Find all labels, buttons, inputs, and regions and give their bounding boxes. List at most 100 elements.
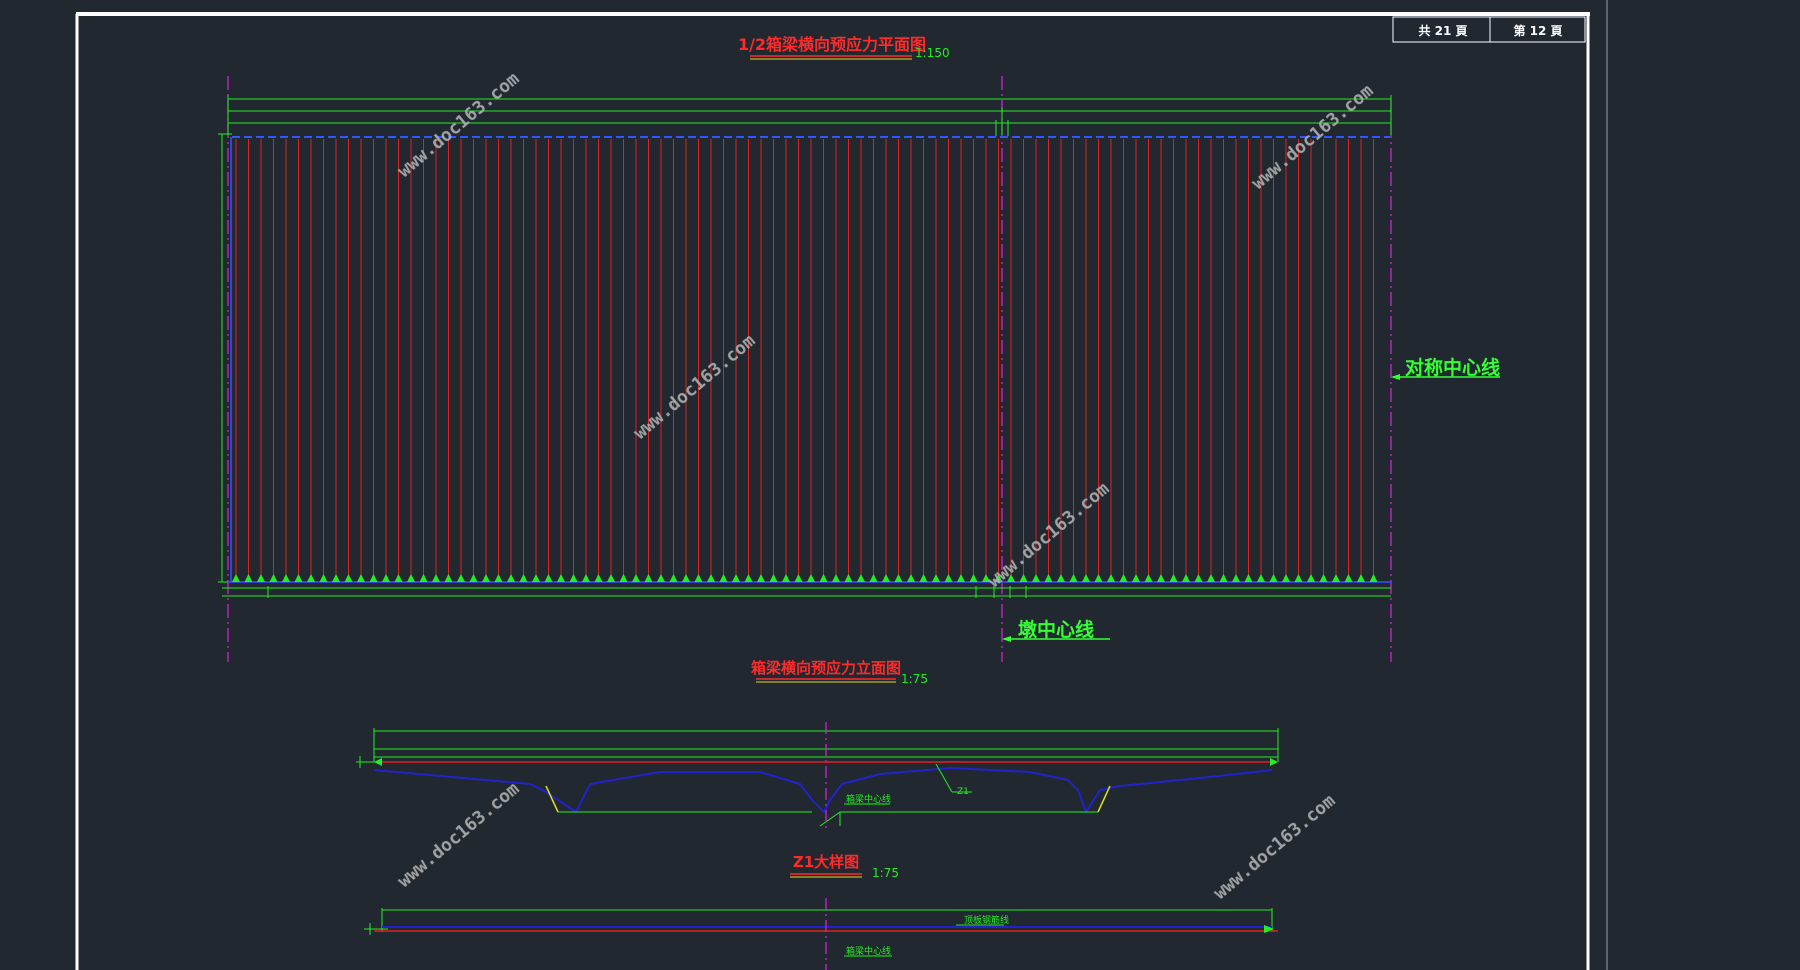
anchor-marker	[657, 574, 665, 582]
anchor-marker	[407, 574, 415, 582]
anchor-marker	[844, 574, 853, 582]
anchor-marker	[1269, 574, 1278, 582]
anchor-marker	[1257, 574, 1265, 582]
anchor-marker	[1082, 574, 1090, 582]
anchor-marker	[532, 574, 540, 582]
anchor-marker	[957, 574, 965, 582]
anchor-marker	[282, 574, 290, 582]
pier-centerline-label: 墩中心线	[1018, 618, 1094, 641]
anchor-marker	[319, 574, 328, 582]
anchor-marker	[1357, 574, 1365, 582]
anchor-marker	[782, 574, 790, 582]
anchor-marker	[807, 574, 815, 582]
anchor-marker	[569, 574, 578, 582]
anchor-marker	[744, 574, 753, 582]
anchor-marker	[344, 574, 353, 582]
anchor-marker	[307, 574, 315, 582]
anchor-marker	[382, 574, 390, 582]
anchor-marker	[469, 574, 478, 582]
anchor-marker	[369, 574, 378, 582]
anchor-marker	[682, 574, 690, 582]
anchor-marker	[357, 574, 365, 582]
anchor-marker	[1307, 574, 1315, 582]
anchor-marker	[457, 574, 465, 582]
anchor-marker	[857, 574, 865, 582]
anchor-marker	[1094, 574, 1103, 582]
elevation-box-girder-centerline-label: 箱梁中心线	[846, 793, 891, 805]
watermark-5: www.doc163.com	[394, 778, 524, 892]
anchor-marker	[1294, 574, 1303, 582]
anchor-marker	[1207, 574, 1215, 582]
anchor-marker	[507, 574, 515, 582]
anchor-marker	[894, 574, 903, 582]
anchor-marker	[1007, 574, 1015, 582]
title-block: 共 21 頁 第 12 頁	[1392, 16, 1586, 43]
symmetry-centerline-label: 对称中心线	[1405, 356, 1500, 379]
anchor-marker	[432, 574, 440, 582]
anchor-marker	[607, 574, 615, 582]
elevation-view: 箱梁横向预应力立面图 1:75 箱梁中心线 Z1	[356, 659, 1279, 830]
anchor-marker	[269, 574, 278, 582]
anchor-marker	[557, 574, 565, 582]
anchor-marker	[882, 574, 890, 582]
anchor-marker	[757, 574, 765, 582]
total-pages-text: 共 21 頁	[1418, 23, 1467, 38]
z1-detail-view: Z1大样图 1:75 顶板钢筋线 箱梁中心线	[364, 853, 1278, 970]
plan-view-scale: 1:150	[915, 46, 950, 60]
anchor-marker	[1232, 574, 1240, 582]
anchor-marker	[1044, 574, 1053, 582]
anchor-marker	[419, 574, 428, 582]
anchor-marker	[1119, 574, 1128, 582]
anchor-marker	[919, 574, 928, 582]
roof-centerline-label: 顶板钢筋线	[964, 914, 1009, 926]
anchor-marker	[232, 574, 240, 582]
z1-detail-scale: 1:75	[872, 866, 899, 880]
watermark-3: www.doc163.com	[630, 330, 760, 444]
anchor-marker	[1244, 574, 1253, 582]
tendon-lines	[235, 139, 1374, 578]
anchor-marker	[944, 574, 953, 582]
anchor-marker	[969, 574, 978, 582]
anchor-marker	[1144, 574, 1153, 582]
anchor-marker	[244, 574, 253, 582]
anchor-markers	[232, 574, 1378, 582]
anchor-marker	[794, 574, 803, 582]
anchor-marker	[669, 574, 678, 582]
anchor-marker	[994, 574, 1003, 582]
anchor-marker	[1032, 574, 1040, 582]
anchor-marker	[1019, 574, 1028, 582]
anchor-marker	[1132, 574, 1140, 582]
anchor-marker	[1107, 574, 1115, 582]
page-number-text: 第 12 頁	[1513, 23, 1562, 38]
watermark-1: www.doc163.com	[394, 68, 524, 182]
anchor-marker	[632, 574, 640, 582]
anchor-marker	[982, 574, 990, 582]
watermark-6: www.doc163.com	[1210, 790, 1340, 904]
anchor-marker	[1369, 574, 1378, 582]
anchor-marker	[1069, 574, 1078, 582]
anchor-marker	[932, 574, 940, 582]
anchor-marker	[544, 574, 553, 582]
anchor-marker	[694, 574, 703, 582]
anchor-marker	[444, 574, 453, 582]
anchor-marker	[644, 574, 653, 582]
anchor-marker	[1219, 574, 1228, 582]
anchor-marker	[594, 574, 603, 582]
anchor-marker	[1169, 574, 1178, 582]
anchor-marker	[1194, 574, 1203, 582]
elevation-view-scale: 1:75	[901, 672, 928, 686]
anchor-marker	[907, 574, 915, 582]
anchor-marker	[769, 574, 778, 582]
anchor-marker	[494, 574, 503, 582]
anchor-marker	[1157, 574, 1165, 582]
detail-box-girder-centerline-label: 箱梁中心线	[846, 945, 891, 957]
anchor-marker	[482, 574, 490, 582]
anchor-marker	[869, 574, 878, 582]
anchor-marker	[257, 574, 265, 582]
plan-view-title: 1/2箱梁横向预应力平面图	[738, 35, 926, 54]
anchor-marker	[619, 574, 628, 582]
anchor-marker	[1182, 574, 1190, 582]
plan-view: 1/2箱梁横向预应力平面图 1:150	[218, 35, 1500, 662]
anchor-marker	[294, 574, 303, 582]
